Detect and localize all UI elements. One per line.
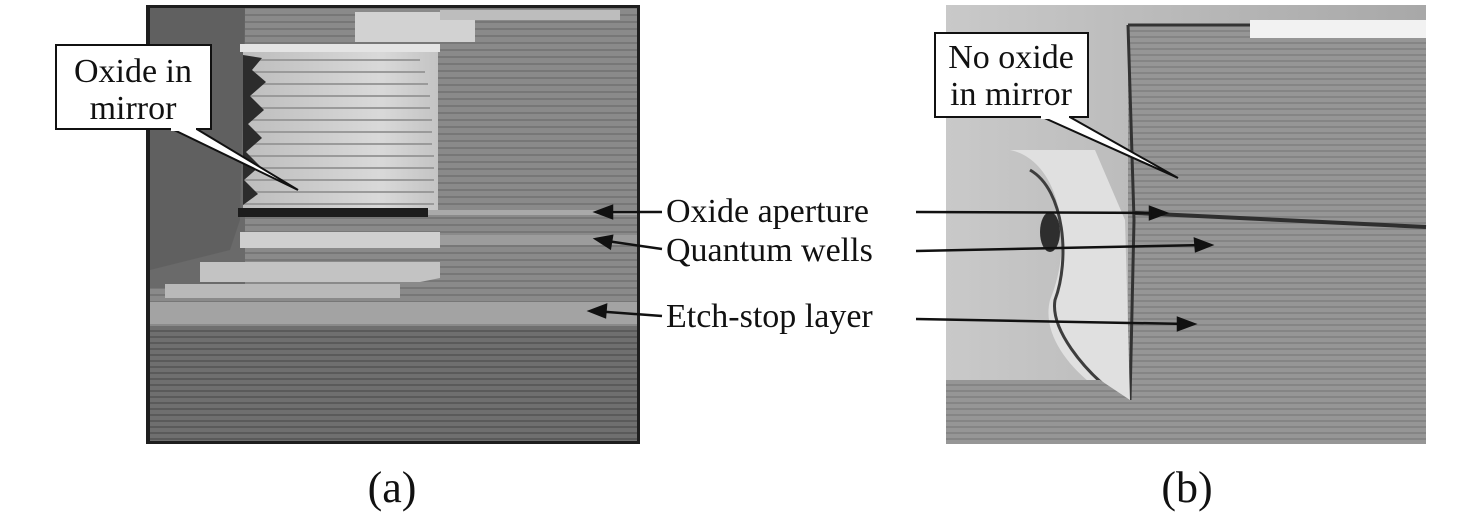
panel-b-label: (b) [1161, 463, 1212, 512]
callout-box-a [55, 44, 212, 130]
callout-box-b [934, 32, 1089, 118]
label-etch-stop-layer: Etch-stop layer [666, 298, 873, 335]
panel-b-callout: No oxide in mirror [934, 32, 1179, 179]
panel-a-label: (a) [368, 463, 417, 512]
panel-b-image [946, 5, 1427, 444]
callout-a-line-2: mirror [90, 90, 178, 127]
callout-b-line-1: No oxide [948, 39, 1074, 76]
annotation-arrows [586, 204, 1215, 332]
callout-b-line-2: in mirror [950, 76, 1072, 113]
oxidized-mirror-region [243, 45, 438, 213]
panel-a-callout: Oxide in mirror [55, 44, 299, 191]
panel-a-image [146, 5, 640, 444]
callout-a-line-1: Oxide in [74, 53, 192, 90]
label-quantum-wells: Quantum wells [666, 232, 873, 269]
label-oxide-aperture: Oxide aperture [666, 193, 869, 230]
